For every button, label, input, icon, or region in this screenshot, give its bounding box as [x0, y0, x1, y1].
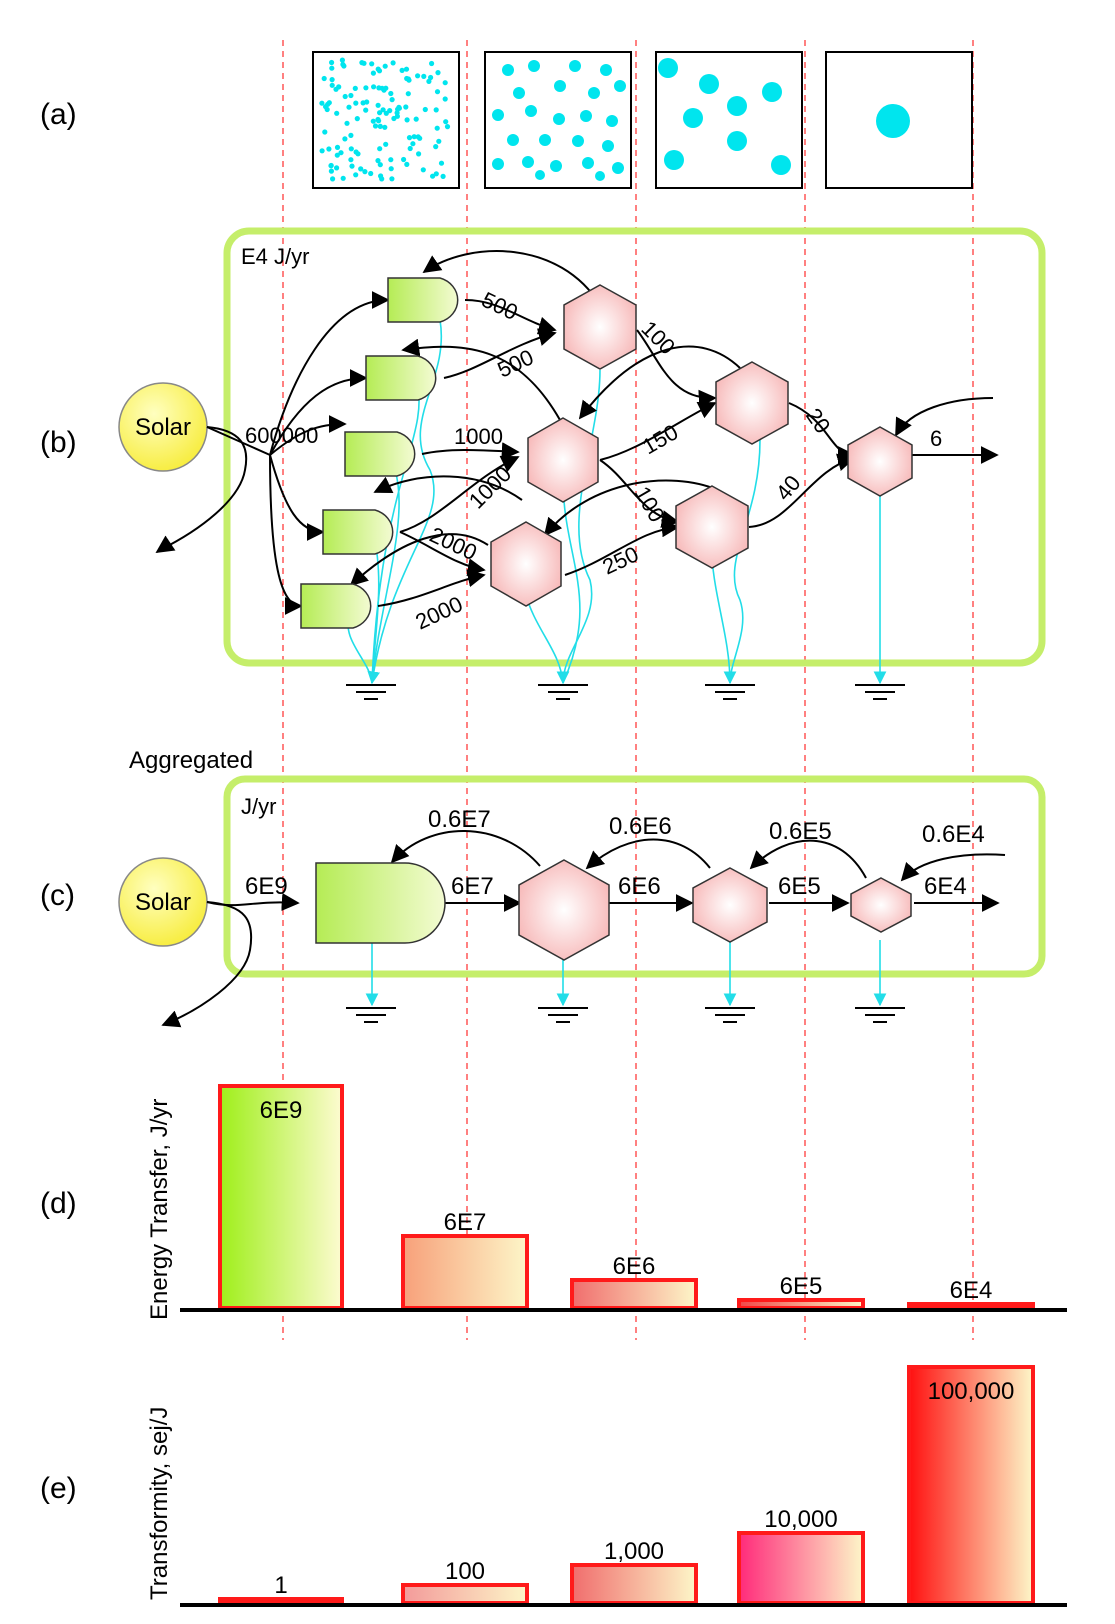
- dashed-guides: [282, 40, 974, 1340]
- chart-e-ylabel: Transformity, sej/J: [146, 1407, 173, 1600]
- fine-dots: [319, 57, 451, 182]
- bar-transformity-2: [401, 1583, 529, 1605]
- producer-4: [322, 509, 394, 555]
- flow-c6-out: 6: [930, 426, 942, 451]
- producer-5: [300, 583, 372, 629]
- producer-3: [344, 431, 416, 477]
- bar-transformity-3: [570, 1563, 698, 1605]
- flow-labels-c: 6E9 6E7 6E6 6E5 6E4 0.6E7 0.6E6 0.6E5 0.…: [245, 806, 985, 900]
- consumer-6: [847, 426, 913, 497]
- producer-1: [387, 277, 459, 323]
- panel-b-network: E4 J/yr Solar: [118, 227, 1046, 700]
- flow-p5-c3: 2000: [412, 591, 467, 634]
- panel-c-title: Aggregated: [129, 747, 253, 774]
- bar-energy-2: [401, 1234, 529, 1310]
- bar-label-transformity-5: 100,000: [928, 1378, 1015, 1405]
- flow-c-forward-4: 6E4: [924, 873, 967, 900]
- bar-energy-4: [737, 1298, 865, 1310]
- large-dot: [876, 104, 910, 138]
- panel-label-a: (a): [40, 98, 77, 131]
- bar-label-transformity-2: 100: [445, 1558, 485, 1585]
- heat-sinks-b: [346, 684, 905, 700]
- panel-c-aggregated: Aggregated J/yr Solar: [118, 747, 1046, 1028]
- bar-transformity-1: [218, 1597, 344, 1605]
- flow-p2-c1: 500: [494, 344, 538, 382]
- flow-c-in: 6E9: [245, 873, 288, 900]
- flow-p3-c2: 1000: [454, 424, 503, 449]
- panel-b-units: E4 J/yr: [241, 244, 309, 269]
- bar-label-transformity-3: 1,000: [604, 1538, 664, 1565]
- energy-flows-c: [161, 830, 1006, 1028]
- heat-flows-c: [346, 940, 905, 1023]
- panel-d-energy-chart: Energy Transfer, J/yr 6E9 6E7 6E6 6E5 6E4: [146, 1084, 1067, 1320]
- flow-c4-c6: 20: [801, 404, 836, 438]
- flow-c-feedback-4: 0.6E4: [922, 821, 985, 848]
- energy-flows-b: [155, 250, 999, 615]
- chart-d-bars: 6E9 6E7 6E6 6E5 6E4: [218, 1084, 1035, 1310]
- flow-c5-c6: 40: [771, 470, 806, 505]
- flow-c-feedback-1: 0.6E7: [428, 806, 491, 833]
- bar-label-energy-1: 6E9: [260, 1097, 303, 1124]
- producer-2: [365, 355, 437, 401]
- aggregated-consumer-3: [850, 877, 912, 933]
- flow-c-feedback-2: 0.6E6: [609, 813, 672, 840]
- consumer-4: [715, 361, 789, 445]
- aggregated-producer: [315, 862, 446, 944]
- bar-label-energy-4: 6E5: [780, 1273, 823, 1300]
- flow-c-feedback-3: 0.6E5: [769, 818, 832, 845]
- flow-c2-c5: 100: [630, 482, 670, 526]
- panel-a-distribution-squares: [312, 51, 973, 189]
- bar-transformity-4: [737, 1531, 865, 1605]
- flow-solar-in: 600000: [245, 423, 318, 448]
- bar-energy-5: [907, 1302, 1035, 1310]
- flow-c-forward-3: 6E5: [778, 873, 821, 900]
- panel-label-d: (d): [40, 1187, 77, 1220]
- bar-label-energy-5: 6E4: [950, 1277, 993, 1304]
- producers-b: [300, 277, 459, 629]
- medium-dots: [658, 58, 791, 175]
- chart-d-ylabel: Energy Transfer, J/yr: [146, 1099, 173, 1320]
- chart-e-bars: 1 100 1,000 10,000 100,000: [218, 1365, 1035, 1605]
- panel-e-transformity-chart: Transformity, sej/J 1 100 1,000 10,000 100,0…: [146, 1365, 1067, 1607]
- bar-energy-3: [570, 1278, 698, 1310]
- panel-label-c: (c): [40, 879, 75, 912]
- aggregated-consumer-1: [518, 859, 610, 961]
- panel-c-units: J/yr: [241, 794, 276, 819]
- small-dots: [492, 60, 626, 181]
- flow-c-forward-2: 6E6: [618, 873, 661, 900]
- solar-label-b: Solar: [135, 414, 191, 441]
- consumer-2: [527, 417, 599, 503]
- panel-label-e: (e): [40, 1472, 77, 1505]
- consumer-5: [675, 485, 749, 569]
- panel-c-frame: [223, 775, 1046, 978]
- bar-label-energy-2: 6E7: [444, 1209, 487, 1236]
- bar-label-transformity-4: 10,000: [764, 1506, 837, 1533]
- aggregated-consumer-2: [692, 867, 768, 943]
- consumer-3: [490, 521, 562, 607]
- flow-p1-c1: 500: [478, 287, 522, 325]
- flow-c-forward-1: 6E7: [451, 873, 494, 900]
- consumers-b: [490, 284, 913, 607]
- panel-label-b: (b): [40, 426, 77, 459]
- bar-label-energy-3: 6E6: [613, 1253, 656, 1280]
- square-fine-particles: [312, 51, 460, 189]
- bar-label-transformity-1: 1: [274, 1572, 287, 1599]
- panel-b-frame: [223, 227, 1046, 667]
- flow-p4-c2: 1000: [464, 461, 516, 513]
- consumer-1: [563, 284, 637, 370]
- flow-c1-c4: 100: [636, 316, 680, 360]
- solar-label-c: Solar: [135, 889, 191, 916]
